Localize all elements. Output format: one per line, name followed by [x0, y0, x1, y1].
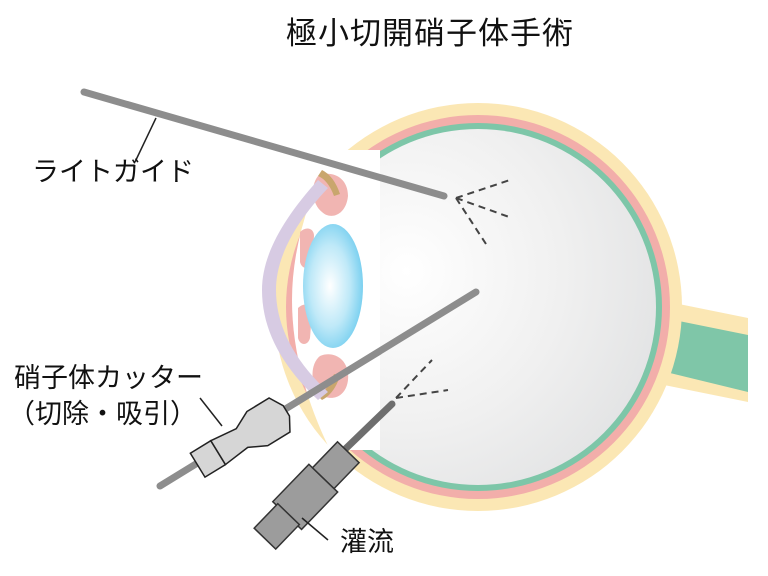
cornea — [262, 180, 328, 400]
vitreous-cutter-label: 硝子体カッター — [14, 363, 203, 394]
diagram-title: 極小切開硝子体手術 — [286, 16, 574, 52]
vitreous-cutter-sublabel: （切除・吸引） — [8, 399, 197, 430]
light-guide-instrument — [80, 88, 513, 245]
irrigation-label: 灌流 — [340, 527, 394, 558]
irrigation-instrument — [253, 359, 449, 551]
vitreous-cutter-instrument — [156, 288, 480, 490]
lens — [303, 224, 363, 348]
light-guide-label: ライトガイド — [32, 157, 194, 188]
